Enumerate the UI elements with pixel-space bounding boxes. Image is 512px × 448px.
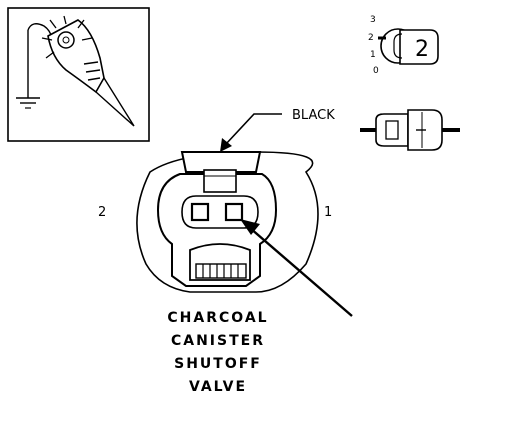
terminal-pin-2 <box>190 202 210 222</box>
test-light-inset <box>7 7 150 142</box>
inset-frame <box>7 7 150 142</box>
component-title: CHARCOAL CANISTER SHUTOFF VALVE <box>167 310 268 395</box>
test-light-probe-icon <box>16 15 135 127</box>
callout-arrowhead <box>220 138 232 152</box>
title-line-1: CHARCOAL <box>167 310 268 326</box>
title-line-2: CANISTER <box>171 333 265 349</box>
pin-pointer-arrow <box>240 219 353 317</box>
pin-number-label-left: 2 <box>98 205 106 220</box>
key-number-label: 2 <box>415 37 429 62</box>
wire-color-label: BLACK <box>292 108 335 123</box>
connector-side-view-icon <box>360 109 460 151</box>
key-position-label: 0 <box>373 66 379 76</box>
pin-number-label-right: 1 <box>324 205 332 220</box>
wire-color-callout: BLACK <box>220 108 335 152</box>
key-legend: 3 2 1 0 2 <box>368 15 439 76</box>
key-cylinder-icon <box>378 28 439 65</box>
callout-leader-line <box>225 113 282 145</box>
key-position-label: 2 <box>368 33 374 43</box>
connector-face <box>136 151 319 293</box>
terminal-pin-1 <box>224 202 244 222</box>
title-line-4: VALVE <box>189 379 247 395</box>
key-position-label: 1 <box>370 50 376 60</box>
key-position-label: 3 <box>370 15 376 25</box>
title-line-3: SHUTOFF <box>174 356 262 372</box>
